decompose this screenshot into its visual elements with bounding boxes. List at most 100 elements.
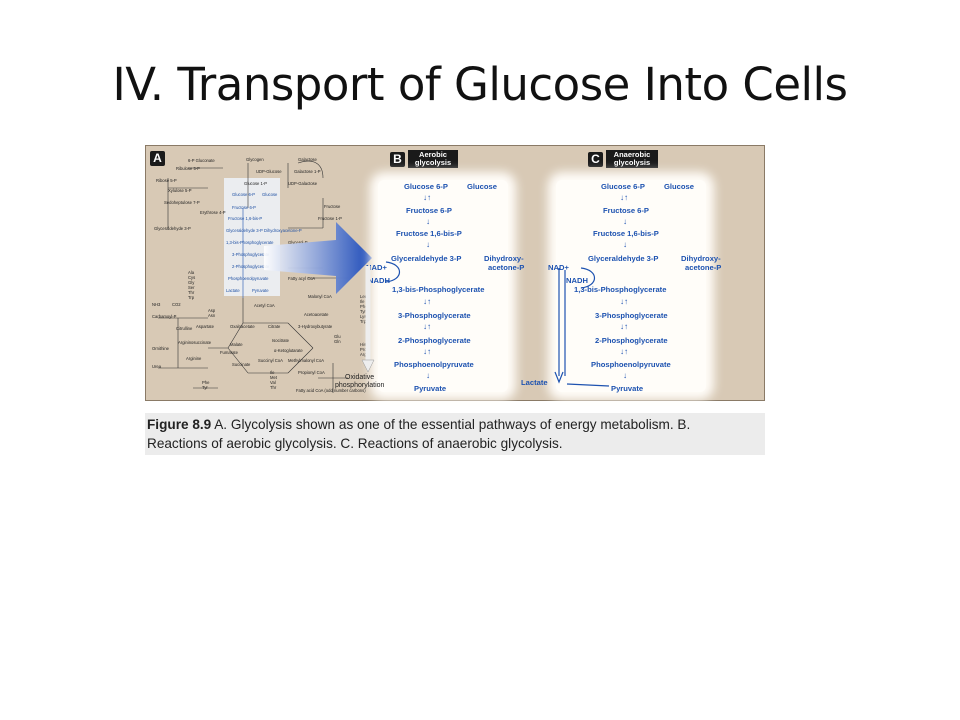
arrow-icon: ↓ <box>623 371 627 380</box>
arrow-icon: ↓ <box>623 240 627 249</box>
map-label: NH3 <box>152 302 161 307</box>
map-label: Ribulose 5-P <box>176 166 200 171</box>
map-label: Glyceraldehyde 3-P <box>154 226 191 231</box>
map-label: Malonyl CoA <box>308 294 332 299</box>
arrow-icon: ↓↑ <box>620 193 628 202</box>
step-phosphoenolpyruvate: Phosphoenolpyruvate <box>591 360 671 369</box>
map-label: Asn <box>208 313 216 318</box>
panel-c-subtitle: Anaerobic glycolysis <box>606 150 658 168</box>
map-label: 6-P Gluconate <box>188 158 215 163</box>
step-2-phosphoglycerate: 2-Phosphoglycerate <box>595 336 668 345</box>
arrow-icon: ↓ <box>426 371 430 380</box>
map-label: Isocitrate <box>272 338 289 343</box>
map-label: Phe <box>202 380 210 385</box>
map-label: Pro <box>360 347 367 352</box>
step-1-3-bisphosphoglycerate: 1,3-bis-Phosphoglycerate <box>392 285 485 294</box>
map-label: Ornithine <box>152 346 169 351</box>
map-label: Fumarate <box>220 350 238 355</box>
map-label: Sedoheptulose 7-P <box>164 200 200 205</box>
arrow-icon: ↓ <box>426 240 430 249</box>
map-label: Glucose <box>262 192 278 197</box>
map-label: Lys <box>360 314 367 319</box>
map-label: Propionyl CoA <box>298 370 325 375</box>
arrow-icon: ↓↑ <box>423 193 431 202</box>
step-lactate: Lactate <box>521 378 548 387</box>
map-label: Trp <box>360 319 367 324</box>
step-dihydroxy: Dihydroxy- <box>484 254 524 263</box>
map-label: Glucose 6-P <box>232 192 256 197</box>
step-glyceraldehyde-3p: Glyceraldehyde 3-P <box>391 254 462 263</box>
map-label: Gly <box>188 280 195 285</box>
map-label: Ile <box>270 370 275 375</box>
map-label: Carbamoyl-P <box>152 314 177 319</box>
step-pyruvate: Pyruvate <box>611 384 644 393</box>
caption-label: Figure 8.9 <box>147 417 212 432</box>
map-label: Ile <box>360 299 365 304</box>
map-label: Phosphoenolpyruvate <box>228 276 269 281</box>
map-label: Xylulose 5-P <box>168 188 192 193</box>
map-label: Acetoacetate <box>304 312 329 317</box>
map-label: Oxaloacetate <box>230 324 255 329</box>
map-label: Arginine <box>186 356 202 361</box>
map-label: Urea <box>152 364 162 369</box>
map-label: Glycogen <box>246 157 264 162</box>
step-glucose: Glucose <box>664 182 694 191</box>
map-label: His <box>360 342 367 347</box>
step-fructose-6p: Fructose 6-P <box>603 206 649 215</box>
map-label: Acetyl CoA <box>254 303 275 308</box>
map-label: Erythrose 4-P <box>200 210 226 215</box>
step-fructose-bisp: Fructose 1,6-bis-P <box>593 229 659 238</box>
map-label: α-Ketoglutarate <box>274 348 303 353</box>
map-label: Glucose 1-P <box>244 181 268 186</box>
step-pyruvate: Pyruvate <box>414 384 447 393</box>
glycolysis-highlight <box>224 178 280 296</box>
map-label: Galactose <box>298 157 317 162</box>
map-label: Val <box>270 380 276 385</box>
map-label: Galactose 1-P <box>294 169 321 174</box>
panel-c-highlight <box>556 180 706 392</box>
lactate-loop-icon <box>554 267 610 387</box>
step-glucose-6p: Glucose 6-P <box>404 182 448 191</box>
map-label: Thr <box>188 290 195 295</box>
panel-b-highlight <box>378 180 508 392</box>
map-label: Glu <box>334 334 341 339</box>
panel-b-subtitle: Aerobic glycolysis <box>408 150 458 168</box>
cofactor-nadh: NADH <box>368 276 390 285</box>
map-label: 1,3-bis-Phosphoglycerate <box>226 240 274 245</box>
nad-loop-icon <box>385 261 401 283</box>
panel-b-letter: B <box>390 152 405 167</box>
arrow-icon: ↓↑ <box>620 297 628 306</box>
map-label: Citrate <box>268 324 281 329</box>
map-label: Lactate <box>226 288 240 293</box>
step-3-phosphoglycerate: 3-Phosphoglycerate <box>595 311 668 320</box>
step-1-3-bisphosphoglycerate: 1,3-bis-Phosphoglycerate <box>574 285 667 294</box>
panel-a-letter: A <box>150 151 165 166</box>
map-label: Succinyl CoA <box>258 358 283 363</box>
map-label: Aspartate <box>196 324 214 329</box>
map-label: Dihydroxyacetone-P <box>264 228 302 233</box>
arrow-icon: ↓↑ <box>620 322 628 331</box>
label-phosphorylation: phosphorylation <box>335 382 385 389</box>
arrow-icon: ↓↑ <box>423 297 431 306</box>
panel-c-letter: C <box>588 152 603 167</box>
map-label: Ribose 5-P <box>156 178 177 183</box>
map-label: Cys <box>188 275 196 280</box>
map-label: Leu <box>360 294 367 299</box>
map-label: 3-Phosphoglycerate <box>232 252 270 257</box>
map-label: 2-Phosphoglycerate <box>232 264 270 269</box>
step-glucose: Glucose <box>467 182 497 191</box>
map-label: Argininosuccinate <box>178 340 212 345</box>
arrow-icon: ↓↑ <box>423 322 431 331</box>
caption-line1: A. Glycolysis shown as one of the essent… <box>211 417 691 432</box>
map-label: Glycerol-P <box>288 240 308 245</box>
cofactor-nad: NAD+ <box>366 263 387 272</box>
map-label: Malate <box>230 342 243 347</box>
label-oxidative: Oxidative <box>345 374 375 381</box>
map-label: Tyr <box>360 309 366 314</box>
step-fructose-6p: Fructose 6-P <box>406 206 452 215</box>
arrow-icon: ↓↑ <box>423 347 431 356</box>
step-acetone-p: acetone-P <box>488 263 525 272</box>
slide-title: IV. Transport of Glucose Into Cells <box>112 58 848 111</box>
map-label: Thr <box>270 385 277 390</box>
step-fructose-bisp: Fructose 1,6-bis-P <box>396 229 462 238</box>
